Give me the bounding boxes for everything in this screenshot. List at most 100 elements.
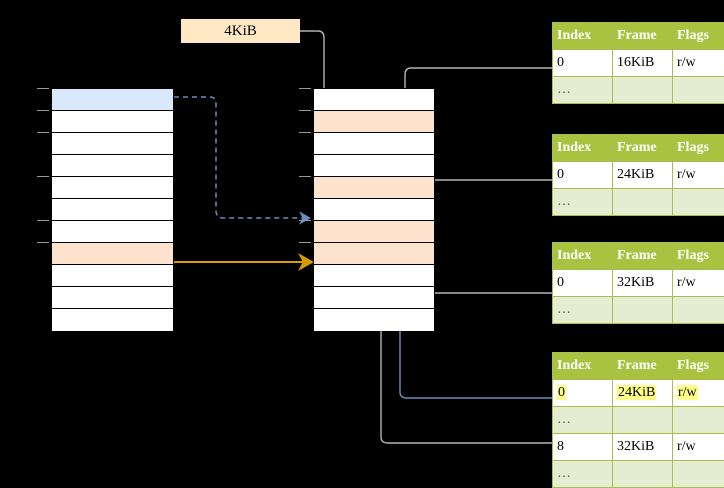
cell-flags: r/w xyxy=(673,434,724,461)
cell-index: 0 xyxy=(553,380,613,407)
cell-frame xyxy=(613,461,673,488)
cell-flags: r/w xyxy=(673,50,724,77)
virtual-address-space-tick xyxy=(37,220,49,221)
cell-frame: 24KiB xyxy=(613,380,673,407)
virtual-address-space-cell xyxy=(52,177,173,199)
column-header-frame: Frame xyxy=(613,353,673,380)
column-header-flags: Flags xyxy=(673,353,724,380)
physical-memory-cell xyxy=(314,199,434,221)
cell-index: … xyxy=(553,77,613,104)
virtual-address-space-cell xyxy=(52,265,173,287)
column-header-index: Index xyxy=(553,243,613,270)
cell-flags xyxy=(673,407,724,434)
cell-index: … xyxy=(553,189,613,216)
physical-memory-tick xyxy=(299,176,311,177)
column-header-flags: Flags xyxy=(673,135,724,162)
wire-vaddr-to-frame-dashed xyxy=(174,97,305,218)
virtual-address-space-column xyxy=(51,88,174,330)
physical-memory-tick xyxy=(299,220,311,221)
virtual-address-space-tick xyxy=(37,242,49,243)
cell-flags: r/w xyxy=(673,162,724,189)
physical-memory-column xyxy=(313,88,435,330)
cell-flags xyxy=(673,189,724,216)
column-header-index: Index xyxy=(553,353,613,380)
physical-memory-cell xyxy=(314,309,434,331)
column-header-frame: Frame xyxy=(613,135,673,162)
virtual-address-space-tick xyxy=(37,176,49,177)
physical-memory-tick xyxy=(299,88,311,89)
column-header-index: Index xyxy=(553,135,613,162)
size-label: 4KiB xyxy=(181,19,300,43)
cell-highlight: 24KiB xyxy=(617,385,656,400)
virtual-address-space-tick xyxy=(37,132,49,133)
physical-memory-cell xyxy=(314,243,434,265)
cell-index: 0 xyxy=(553,270,613,297)
cell-flags: r/w xyxy=(673,270,724,297)
column-header-flags: Flags xyxy=(673,243,724,270)
virtual-address-space-cell xyxy=(52,89,173,111)
column-header-frame: Frame xyxy=(613,23,673,50)
physical-memory-cell xyxy=(314,155,434,177)
cell-index: 8 xyxy=(553,434,613,461)
column-header-frame: Frame xyxy=(613,243,673,270)
cell-frame: 32KiB xyxy=(613,270,673,297)
cell-flags xyxy=(673,77,724,104)
virtual-address-space-cell xyxy=(52,243,173,265)
wire-pt3-to-frame xyxy=(425,270,553,293)
column-header-flags: Flags xyxy=(673,23,724,50)
table-row: … xyxy=(553,77,724,104)
cell-flags xyxy=(673,461,724,488)
physical-memory-cell xyxy=(314,265,434,287)
cell-index: … xyxy=(553,407,613,434)
physical-memory-cell xyxy=(314,111,434,133)
wire-pt2-to-frame xyxy=(420,180,553,221)
cell-highlight: r/w xyxy=(677,385,698,400)
physical-memory-cell xyxy=(314,177,434,199)
cell-frame xyxy=(613,189,673,216)
cell-highlight: 0 xyxy=(557,385,566,400)
virtual-address-space-cell xyxy=(52,111,173,133)
table-row: … xyxy=(553,297,724,324)
physical-memory-cell xyxy=(314,221,434,243)
virtual-address-space-cell xyxy=(52,287,173,309)
cell-flags xyxy=(673,297,724,324)
size-label-text: 4KiB xyxy=(224,23,257,39)
cell-index: 0 xyxy=(553,50,613,77)
virtual-address-space-cell xyxy=(52,221,173,243)
cell-frame: 16KiB xyxy=(613,50,673,77)
table-row: … xyxy=(553,461,724,488)
table-row: … xyxy=(553,407,724,434)
cell-index: 0 xyxy=(553,162,613,189)
cell-flags: r/w xyxy=(673,380,724,407)
column-header-index: Index xyxy=(553,23,613,50)
physical-memory-cell xyxy=(314,133,434,155)
cell-frame: 24KiB xyxy=(613,162,673,189)
cell-index: … xyxy=(553,297,613,324)
cell-frame: 32KiB xyxy=(613,434,673,461)
cell-index: … xyxy=(553,461,613,488)
virtual-address-space-cell xyxy=(52,133,173,155)
cell-frame xyxy=(613,297,673,324)
virtual-address-space-cell xyxy=(52,155,173,177)
virtual-address-space-cell xyxy=(52,199,173,221)
table-row: … xyxy=(553,189,724,216)
table-row: 0 24KiB r/w xyxy=(553,380,724,407)
physical-memory-cell xyxy=(314,89,434,111)
virtual-address-space-cell xyxy=(52,309,173,331)
physical-memory-tick xyxy=(299,132,311,133)
physical-memory-tick xyxy=(299,242,311,243)
physical-memory-tick xyxy=(299,110,311,111)
virtual-address-space-tick xyxy=(37,110,49,111)
